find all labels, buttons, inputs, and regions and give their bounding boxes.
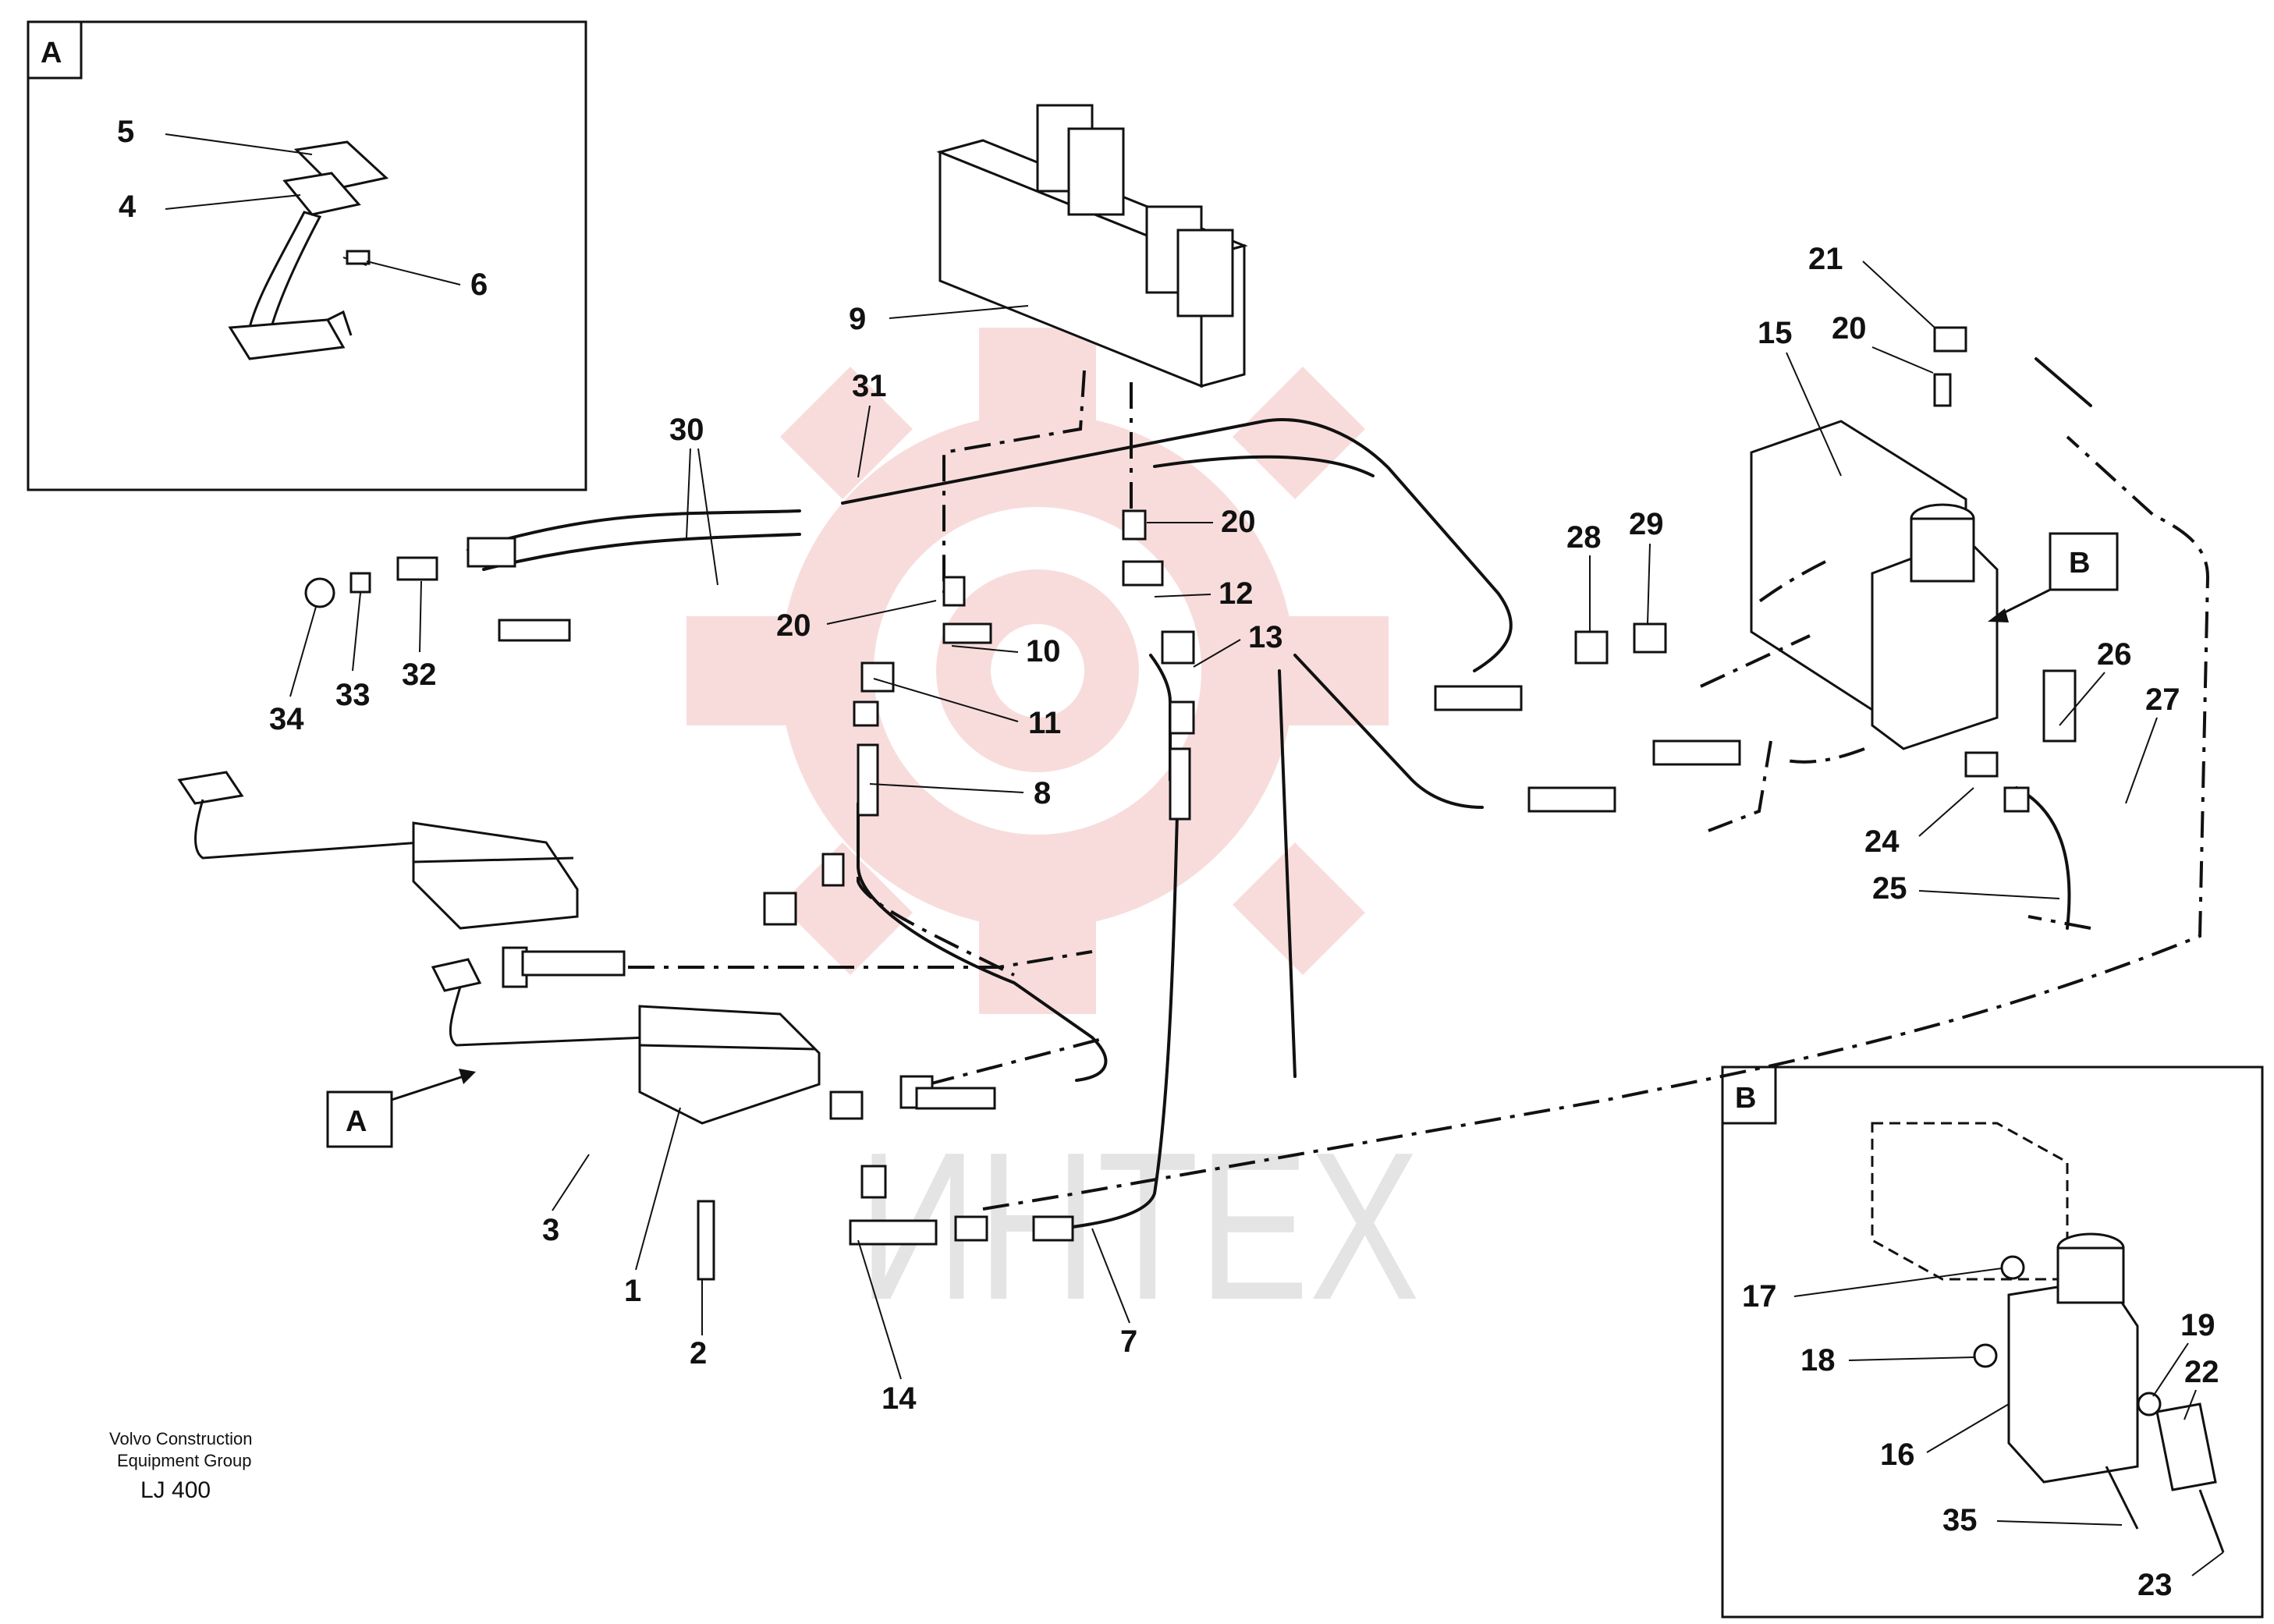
watermark-text: ИНТЕХ <box>858 1109 1420 1344</box>
part-number-11: 11 <box>1028 706 1061 740</box>
valve-detail-drawing <box>1871 1122 2225 1553</box>
part-number-22: 22 <box>2184 1355 2219 1389</box>
pedal-drawing <box>228 140 389 360</box>
part-callouts: 5 4 6 9 31 30 20 20 20 12 10 13 <box>117 115 2224 1602</box>
part-number-15: 15 <box>1758 316 1793 350</box>
footer-code: LJ 400 <box>140 1477 211 1503</box>
footer-company-line1: Volvo Construction <box>109 1429 252 1448</box>
part-number-13: 13 <box>1248 620 1283 654</box>
part-number-14: 14 <box>882 1381 917 1416</box>
part-number-3: 3 <box>542 1213 559 1247</box>
part-number-31: 31 <box>852 369 887 403</box>
part-number-33: 33 <box>335 678 371 712</box>
part-number-12: 12 <box>1219 576 1254 611</box>
item-15-valve <box>1750 420 1999 750</box>
part-number-17: 17 <box>1742 1279 1777 1314</box>
part-number-6: 6 <box>470 268 488 302</box>
part-number-20-middle: 20 <box>1221 505 1256 539</box>
part-number-18: 18 <box>1800 1343 1836 1378</box>
part-number-20-left: 20 <box>776 608 811 643</box>
part-number-7: 7 <box>1120 1324 1137 1359</box>
pedal-assembly-upper <box>177 771 579 930</box>
callout-flag-b-label: B <box>2069 547 2090 580</box>
part-number-2: 2 <box>690 1336 707 1370</box>
part-number-32: 32 <box>402 658 437 692</box>
part-number-28: 28 <box>1566 520 1602 555</box>
part-number-26: 26 <box>2097 637 2132 672</box>
part-number-10: 10 <box>1026 634 1061 668</box>
dashdot-lines <box>628 370 2210 1211</box>
detail-box-a: A <box>27 20 587 491</box>
footer: Volvo Construction Equipment Group LJ 40… <box>109 1429 252 1503</box>
part-number-30: 30 <box>669 413 704 447</box>
callout-flag-a-label: A <box>346 1105 367 1138</box>
fittings <box>304 326 2077 1281</box>
part-number-19: 19 <box>2180 1308 2215 1342</box>
part-number-27: 27 <box>2145 683 2180 717</box>
part-number-5: 5 <box>117 115 134 149</box>
hose-lines <box>467 357 2092 1230</box>
part-number-35: 35 <box>1942 1503 1978 1537</box>
part-number-4: 4 <box>119 190 137 224</box>
detail-box-b: B <box>1721 1066 2264 1619</box>
part-number-25: 25 <box>1872 871 1907 906</box>
pedal-assembly-lower <box>431 958 821 1125</box>
part-number-9: 9 <box>849 302 866 336</box>
part-number-16: 16 <box>1880 1438 1915 1472</box>
footer-company-line2: Equipment Group <box>117 1451 251 1470</box>
part-number-23: 23 <box>2137 1568 2173 1602</box>
part-number-24: 24 <box>1864 824 1900 859</box>
callout-flag-a: A <box>326 1069 476 1148</box>
item-9-block <box>936 104 1248 388</box>
callout-flag-b: B <box>1988 532 2119 622</box>
part-number-34: 34 <box>269 702 304 736</box>
part-number-20-right: 20 <box>1832 311 1867 346</box>
detail-box-a-label: A <box>41 37 62 69</box>
detail-box-b-label: B <box>1735 1082 1756 1115</box>
part-number-29: 29 <box>1629 507 1664 541</box>
part-number-1: 1 <box>624 1274 641 1308</box>
part-number-8: 8 <box>1034 776 1051 810</box>
part-number-21: 21 <box>1808 242 1843 276</box>
